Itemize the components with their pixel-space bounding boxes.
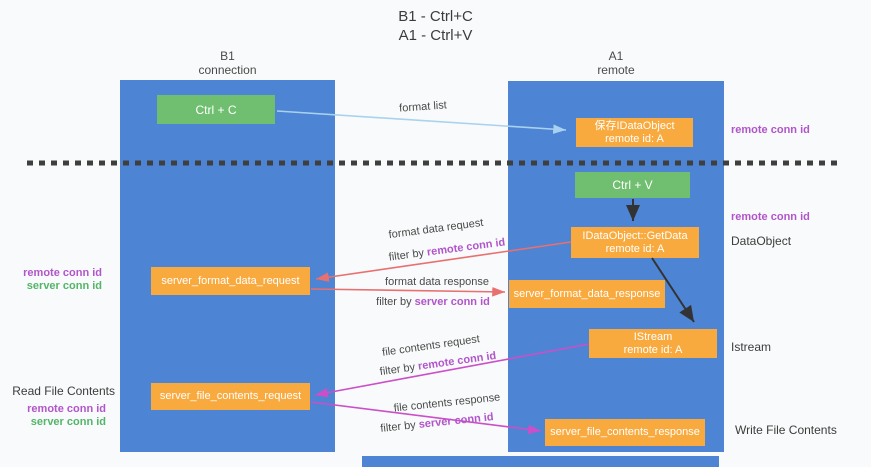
node-file-response-label: server_file_contents_response	[550, 426, 700, 438]
node-idataobject-getdata: IDataObject::GetData remote id: A	[571, 227, 699, 258]
lane-b1-name: B1	[220, 49, 235, 63]
label-left-remote-conn-id-2: remote conn id	[27, 403, 106, 415]
node-istream: IStream remote id: A	[589, 329, 717, 358]
filter-prefix: filter by	[379, 360, 419, 379]
diagram-title: B1 - Ctrl+C A1 - Ctrl+V	[0, 7, 871, 45]
lane-header-a1: A1 remote	[508, 49, 724, 77]
node-istream-title: IStream	[633, 330, 673, 343]
lane-a1-name: A1	[608, 49, 624, 63]
node-server-format-data-request: server_format_data_request	[151, 267, 310, 295]
filter-value: server conn id	[414, 296, 490, 308]
node-format-response-label: server_format_data_response	[513, 287, 661, 300]
label-left-remote-conn-id-1: remote conn id	[23, 267, 102, 279]
title-line-1: B1 - Ctrl+C	[398, 8, 473, 25]
node-file-request-label: server_file_contents_request	[159, 390, 302, 402]
label-left-server-conn-id-2: server conn id	[30, 416, 106, 428]
lane-b1-subtitle: connection	[198, 63, 257, 77]
label-filter-by-server-2: filter by server conn id	[380, 411, 494, 435]
label-filter-by-remote-1: filter by remote conn id	[388, 236, 506, 263]
label-format-list: format list	[398, 99, 448, 115]
label-remote-conn-id-mid: remote conn id	[731, 211, 810, 223]
node-ctrl-c: Ctrl + C	[157, 95, 275, 124]
node-save-idataobject: 保存IDataObject remote id: A	[576, 118, 693, 147]
node-format-request-label: server_format_data_request	[161, 274, 300, 287]
label-write-file-contents: Write File Contents	[735, 423, 837, 437]
node-save-idataobject-title: 保存IDataObject	[594, 119, 675, 132]
label-format-data-request: format data request	[387, 216, 485, 242]
node-istream-remote-id: remote id: A	[623, 343, 683, 356]
node-server-file-contents-response: server_file_contents_response	[545, 419, 705, 446]
node-getdata-remote-id: remote id: A	[605, 242, 665, 255]
lane-a1-subtitle: remote	[597, 63, 635, 77]
filter-value: server conn id	[418, 411, 495, 431]
label-remote-conn-id-top: remote conn id	[731, 124, 810, 136]
label-filter-by-server-1: filter by server conn id	[376, 296, 490, 308]
label-istream: Istream	[731, 340, 772, 354]
node-server-file-contents-request: server_file_contents_request	[151, 383, 310, 410]
node-ctrl-v-label: Ctrl + V	[612, 178, 653, 192]
lane-header-b1: B1 connection	[120, 49, 335, 77]
title-line-2: A1 - Ctrl+V	[398, 27, 473, 44]
node-save-idataobject-remote-id: remote id: A	[605, 132, 664, 145]
filter-prefix: filter by	[376, 296, 415, 308]
label-left-server-conn-id-1: server conn id	[26, 280, 102, 292]
node-getdata-title: IDataObject::GetData	[582, 229, 688, 242]
label-dataobject: DataObject	[731, 234, 792, 248]
node-ctrl-v: Ctrl + V	[575, 172, 690, 198]
arrow-format-data-response	[310, 287, 506, 297]
filter-value: remote conn id	[426, 236, 506, 259]
label-format-data-response: format data response	[385, 276, 489, 288]
bottom-partial-lane	[362, 456, 719, 467]
filter-prefix: filter by	[388, 246, 428, 264]
node-server-format-data-response: server_format_data_response	[509, 280, 665, 308]
node-ctrl-c-label: Ctrl + C	[195, 102, 237, 117]
label-read-file-contents: Read File Contents	[12, 384, 115, 398]
filter-value: remote conn id	[417, 349, 497, 373]
filter-prefix: filter by	[379, 418, 420, 435]
